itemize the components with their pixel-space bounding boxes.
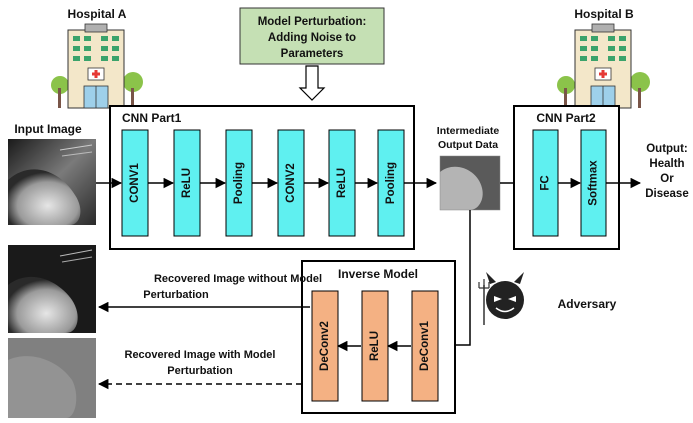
inverse-model: Inverse Model DeConv2 ReLU DeConv1 [301,260,456,414]
recovered-with-line1: Recovered Image with Model [125,349,276,361]
cnn1-layer-block-1 [121,129,149,237]
adversary-icon [478,272,524,325]
output-label: Output: Health Or Disease [645,143,688,200]
cnn1-layer-label-5: ReLU [336,168,348,198]
intermediate-line2: Output Data [438,139,498,151]
recovered-without-line1: Recovered Image without Model [154,273,322,285]
perturbation-line1: Model Perturbation: [258,16,367,28]
cnn1-layer-block-6 [377,129,405,237]
output-line2: Health [649,158,684,170]
cnn1-layer-label-3: Pooling [233,162,245,204]
inverse-model-layers: DeConv2 ReLU DeConv1 [311,290,439,402]
inverse-layer-label-3: DeConv1 [419,320,431,370]
cnn1-layer-label-2: ReLU [181,168,193,198]
hospital-b-icon [557,23,650,109]
output-line4: Disease [645,188,688,200]
cnn-part1-layers: CONV1 ReLU Pooling CONV2 ReLU Pooling [121,129,405,237]
perturbation-arrow [298,65,326,101]
hospital-a: Hospital A [51,7,143,109]
cnn1-layer-label-1: CONV1 [129,163,141,203]
output-line3: Or [660,173,674,185]
hospital-b-label: Hospital B [574,7,634,21]
hospital-a-icon [51,23,143,109]
intermediate-image [439,155,501,211]
perturbation-box: Model Perturbation: Adding Noise to Para… [239,7,385,65]
cnn2-layer-label-2: Softmax [588,160,600,206]
perturbation-line2: Adding Noise to [268,32,356,44]
inverse-layer-label-2: ReLU [369,331,381,361]
perturbation-line3: Parameters [281,48,344,60]
cnn-part1: CNN Part1 CONV1 ReLU Pooling CONV2 ReLU Pooli… [109,105,415,250]
hospital-a-label: Hospital A [68,7,127,21]
inverse-layer-block-2 [361,290,389,402]
cnn-part2: CNN Part2 FC Softmax [513,105,620,250]
cnn-part1-title: CNN Part1 [122,111,182,125]
cnn1-layer-label-4: CONV2 [285,163,297,203]
cnn1-layer-label-6: Pooling [385,162,397,204]
inverse-layer-block-3 [411,290,439,402]
cnn1-layer-block-5 [328,129,356,237]
cnn2-layer-label-1: FC [540,175,552,190]
recovered-without-line2: Perturbation [143,289,209,301]
hospital-b: Hospital B [557,7,650,109]
intermediate-line1: Intermediate [437,125,500,137]
inverse-layer-block-1 [311,290,339,402]
recovered-with-line2: Perturbation [167,365,233,377]
adversary-label: Adversary [558,297,617,311]
input-image-label: Input Image [14,122,82,136]
recovered-image-clean [8,245,96,333]
input-image [8,139,96,225]
inverse-layer-label-1: DeConv2 [319,321,331,371]
cnn-part2-title: CNN Part2 [536,111,596,125]
recovered-image-perturbed [8,338,96,418]
output-line1: Output: [646,143,688,155]
inverse-model-title: Inverse Model [338,267,418,281]
cnn1-layer-block-4 [277,129,305,237]
